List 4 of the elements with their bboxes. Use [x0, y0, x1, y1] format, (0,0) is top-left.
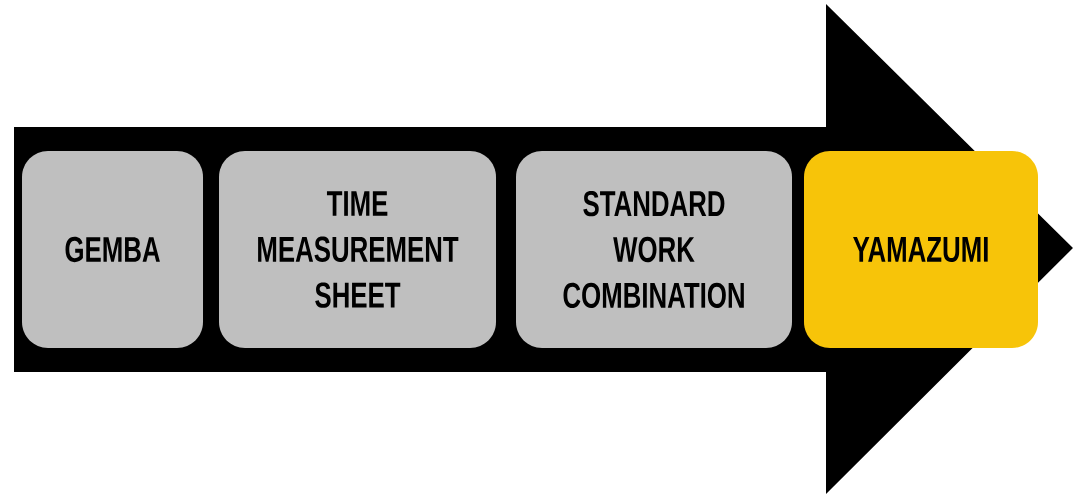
- process-box: STANDARD WORK COMBINATION: [516, 151, 792, 348]
- process-box: TIME MEASUREMENT SHEET: [219, 151, 496, 348]
- process-box: GEMBA: [22, 151, 203, 348]
- process-box: YAMAZUMI: [804, 151, 1038, 348]
